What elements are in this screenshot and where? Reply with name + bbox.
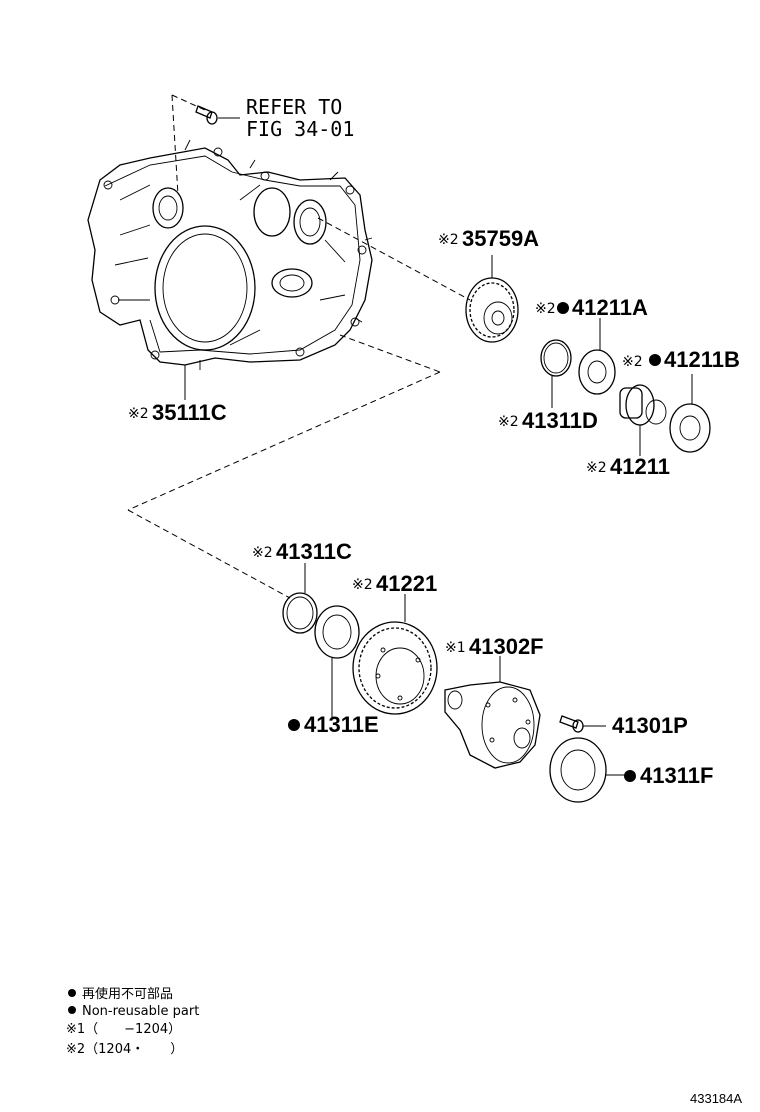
svg-text:REFER TO: REFER TO xyxy=(246,95,342,119)
bolt-icon xyxy=(195,105,240,125)
label-41211A: ※2 41211A xyxy=(535,295,648,320)
svg-text:35759A: 35759A xyxy=(462,226,539,251)
svg-text:※2: ※2 xyxy=(586,460,607,476)
label-41301P: 41301P xyxy=(612,713,688,738)
svg-text:Non-reusable part: Non-reusable part xyxy=(82,1004,199,1019)
filled-circle-icon xyxy=(624,770,636,782)
svg-text:41311D: 41311D xyxy=(522,408,598,433)
svg-text:※1: ※1 xyxy=(445,640,466,656)
svg-text:※2: ※2 xyxy=(252,545,273,561)
svg-text:41211A: 41211A xyxy=(572,295,648,320)
bearing-41211A xyxy=(578,318,616,395)
svg-text:※1（ −1204）: ※1（ −1204） xyxy=(66,1022,181,1037)
svg-text:41311C: 41311C xyxy=(276,539,352,564)
svg-text:FIG 34-01: FIG 34-01 xyxy=(246,117,354,141)
bearing-41311E xyxy=(314,605,360,718)
svg-text:※2: ※2 xyxy=(622,354,643,370)
svg-text:35111C: 35111C xyxy=(152,400,227,425)
label-41311D: ※2 41311D xyxy=(498,408,598,433)
bolt-41301P-icon xyxy=(559,715,606,733)
ring-41311D xyxy=(540,339,572,408)
label-41211B: ※2 41211B xyxy=(622,347,740,372)
differential-41302F xyxy=(444,656,541,769)
legend: 再使用不可部品 Non-reusable part ※1（ −1204） ※2（… xyxy=(66,986,199,1057)
filled-circle-icon xyxy=(68,989,76,997)
filled-circle-icon xyxy=(557,302,569,314)
label-41211: ※2 41211 xyxy=(586,454,670,479)
label-41221: ※2 41221 xyxy=(352,571,437,596)
figure-code: 433184A xyxy=(690,1091,742,1106)
label-41311C: ※2 41311C xyxy=(252,539,352,564)
svg-text:41311E: 41311E xyxy=(304,712,379,737)
refer-to-label: REFER TO FIG 34-01 xyxy=(246,95,354,141)
svg-text:※2: ※2 xyxy=(438,232,459,248)
label-41302F: ※1 41302F xyxy=(445,634,544,659)
label-41311F: 41311F xyxy=(624,763,713,788)
svg-text:41221: 41221 xyxy=(376,571,437,596)
svg-text:41311F: 41311F xyxy=(640,763,713,788)
svg-text:※2: ※2 xyxy=(498,414,519,430)
svg-text:※2: ※2 xyxy=(128,406,149,422)
svg-text:※2: ※2 xyxy=(535,301,556,317)
label-35111C: ※2 35111C xyxy=(128,400,227,425)
label-41311E: 41311E xyxy=(288,712,379,737)
svg-text:41302F: 41302F xyxy=(469,634,544,659)
svg-text:※2: ※2 xyxy=(352,577,373,593)
gear-35759A xyxy=(465,255,519,343)
svg-text:再使用不可部品: 再使用不可部品 xyxy=(82,986,173,1002)
bearing-41311F xyxy=(549,737,625,803)
svg-text:41211: 41211 xyxy=(610,454,670,479)
svg-text:※2（1204・ ）: ※2（1204・ ） xyxy=(66,1042,183,1057)
dashed-lines xyxy=(127,94,471,599)
label-35759A: ※2 35759A xyxy=(438,226,539,251)
bearing-41211B xyxy=(669,374,711,453)
gear-41221 xyxy=(352,594,438,715)
filled-circle-icon xyxy=(649,354,661,366)
transaxle-housing xyxy=(87,139,373,370)
pinion-41211 xyxy=(619,384,667,456)
filled-circle-icon xyxy=(68,1006,76,1014)
filled-circle-icon xyxy=(288,719,300,731)
svg-text:41301P: 41301P xyxy=(612,713,688,738)
ring-41311C xyxy=(282,563,318,634)
svg-text:41211B: 41211B xyxy=(664,347,740,372)
